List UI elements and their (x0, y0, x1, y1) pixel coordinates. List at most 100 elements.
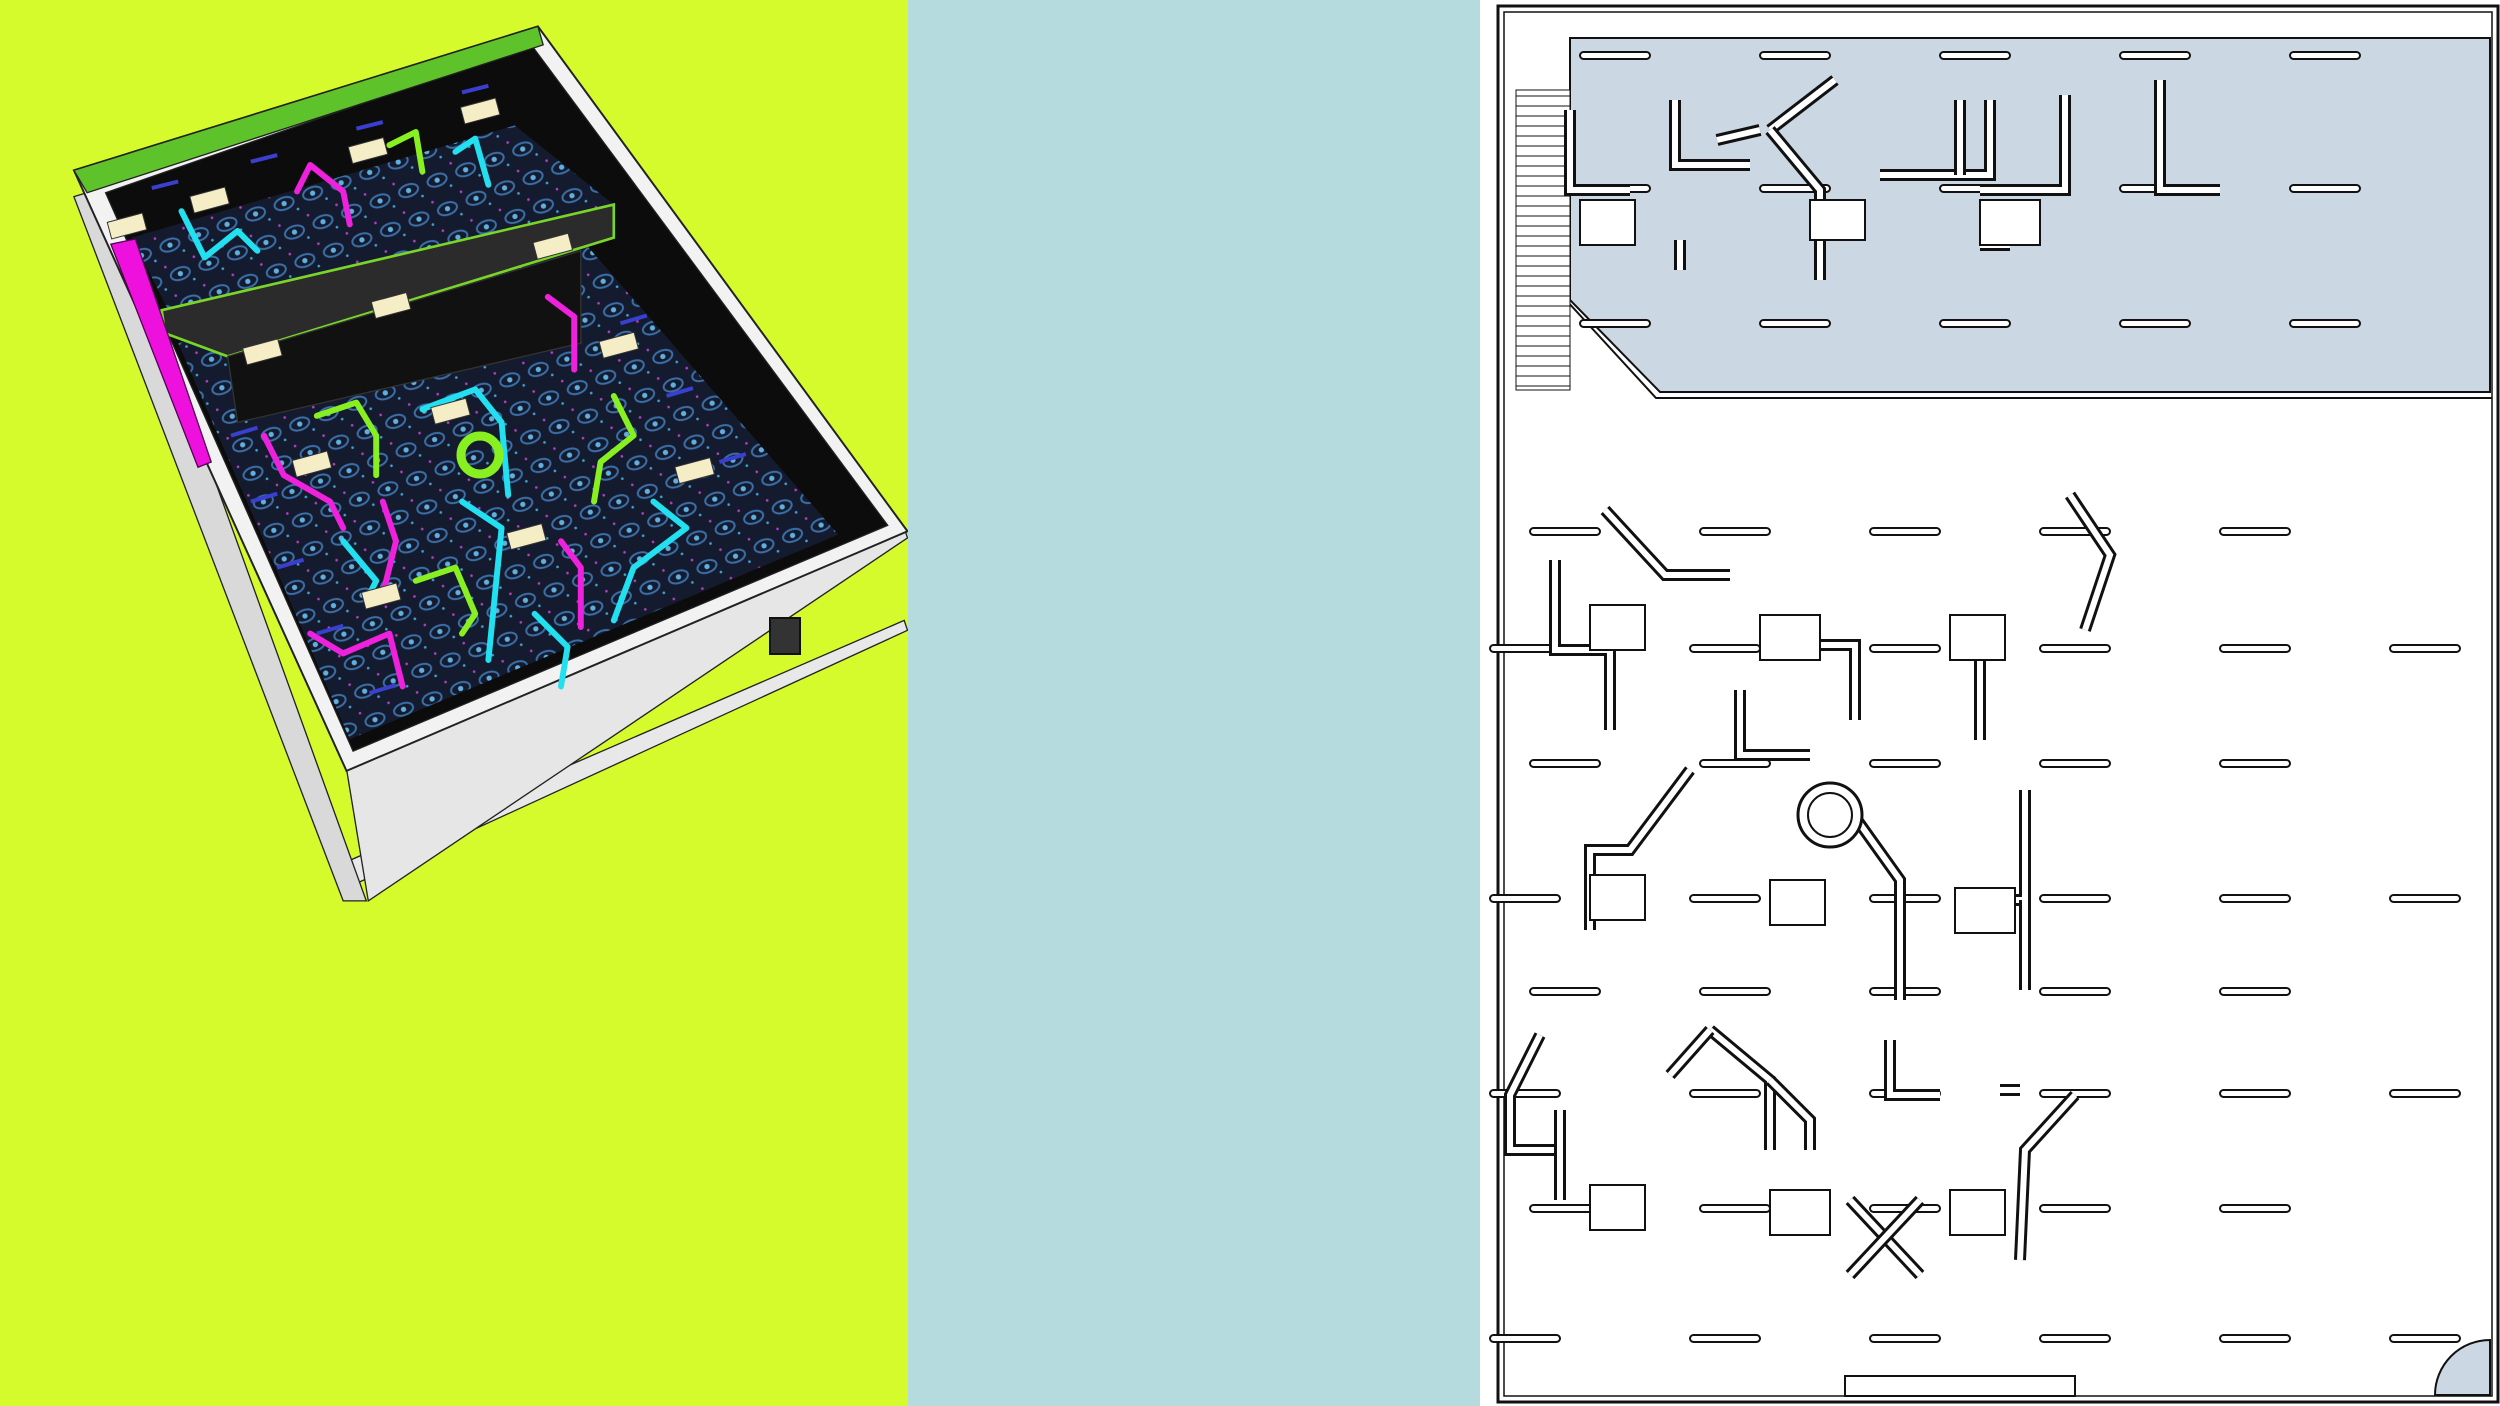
neon-wall-cyan (459, 498, 505, 663)
plan-light-bar (1529, 987, 1601, 996)
plan-light-bar (2389, 1334, 2461, 1343)
plan-light-bar (1689, 1089, 1761, 1098)
neon-wall-magenta (544, 294, 578, 373)
plan-light-bar (1489, 1334, 1561, 1343)
plan-light-bar (2039, 894, 2111, 903)
middle-background-fill (908, 0, 1480, 1406)
plan-target-box (1949, 1189, 2006, 1236)
plan-target-box (1809, 199, 1866, 241)
plan-light-bar (1529, 527, 1601, 536)
neon-walls (178, 129, 690, 690)
plan-light-bar (1489, 1089, 1561, 1098)
plan-light-bar (2219, 894, 2291, 903)
plan-light-bar (1689, 1334, 1761, 1343)
plan-light-bar (1869, 759, 1941, 768)
plan-target-box (1589, 1184, 1646, 1231)
target-panel (459, 97, 501, 125)
target-panel (598, 331, 640, 359)
target-panel (360, 582, 402, 610)
plan-light-bar (1939, 51, 2011, 60)
plan-light-bar (2219, 1204, 2291, 1213)
front-wall-door (769, 617, 801, 655)
floor-plan (1480, 0, 2500, 1406)
neon-wall-magenta (379, 498, 399, 597)
neon-wall-green (591, 393, 637, 505)
plan-target-box (1954, 887, 2016, 934)
light-bar (316, 623, 344, 636)
plan-light-bar (1689, 894, 1761, 903)
neon-wall-green (386, 129, 426, 175)
plan-light-bar (1489, 894, 1561, 903)
target-panels (106, 97, 716, 610)
plan-wall-fill (1767, 128, 1823, 280)
plan-target-box (1949, 614, 2006, 661)
plan-target-box (1769, 1189, 1831, 1236)
light-bar (718, 452, 747, 464)
light-bar (151, 179, 179, 191)
plan-light-bar (2039, 644, 2111, 653)
neon-wall-magenta (307, 630, 406, 690)
plan-light-bar (2289, 319, 2361, 328)
target-panel (532, 232, 574, 260)
plan-light-bar (1699, 987, 1771, 996)
plan-wall-fill (1915, 100, 1993, 178)
plan-target-box (1769, 879, 1826, 926)
plan-light-bar (2219, 527, 2291, 536)
light-bar (666, 386, 694, 398)
plan-light-bar (2119, 51, 2191, 60)
plan-light-bar (2389, 644, 2461, 653)
plan-light-bar (1699, 527, 1771, 536)
plan-wall-fill (1767, 1077, 1813, 1150)
plan-light-bar (1579, 51, 1651, 60)
plan-light-bar (1579, 319, 1651, 328)
plan-light-bar (1939, 319, 2011, 328)
plan-items (1489, 51, 2491, 1397)
plan-light-bar (2119, 319, 2191, 328)
plan-wall-fill (1552, 560, 1613, 730)
plan-wall-fill (1847, 1197, 1923, 1278)
plan-wall-fill (1507, 1033, 1560, 1153)
plan-wall-fill (2157, 80, 2220, 193)
plan-light-bar (2289, 51, 2361, 60)
plan-light-bar (1759, 319, 1831, 328)
target-panel (189, 186, 230, 214)
plan-light-bar (2219, 759, 2291, 768)
plan-target-box (1589, 874, 1646, 921)
light-bar (230, 425, 258, 438)
light-bar (619, 313, 648, 326)
magenta-staircase (109, 238, 213, 469)
plan-light-bar (2219, 987, 2291, 996)
right-panel (1480, 0, 2500, 1406)
plan-target-box (1579, 199, 1636, 246)
middle-panel (908, 0, 1480, 1406)
plan-staircase (1515, 89, 1571, 391)
plan-wall-fill (1716, 127, 1761, 143)
plan-light-bar (1529, 759, 1601, 768)
light-bar (250, 153, 278, 164)
light-bar (276, 557, 305, 570)
plan-wall-fill (1672, 100, 1750, 168)
plan-outline (1496, 4, 2500, 1404)
plan-wall-fill (1980, 95, 2068, 193)
plan-light-bar (1699, 759, 1771, 768)
target-panel (430, 397, 471, 425)
target-panel (242, 338, 283, 366)
plan-light-bar (2389, 894, 2461, 903)
light-bar (355, 120, 384, 131)
neon-wall-cyan (419, 386, 512, 498)
plan-light-bar (1869, 1334, 1941, 1343)
plan-wall-fill (1847, 808, 1903, 1000)
plan-light-bar (2039, 1334, 2111, 1343)
plan-wall-fill (1667, 1028, 1713, 1077)
plan-wall-fill (1737, 690, 1810, 758)
plan-wall-fill (1768, 77, 1837, 133)
neon-wall-cyan (531, 610, 571, 690)
plan-light-bar (2289, 184, 2361, 193)
mezzanine-floor (132, 125, 614, 311)
plan-wall-fill (2067, 493, 2114, 631)
target-panel (291, 450, 333, 478)
target-panel (347, 136, 389, 165)
neon-wall-cyan (178, 208, 261, 261)
center-ring-obstacle (456, 431, 504, 479)
mezzanine-support-wall (226, 249, 582, 424)
